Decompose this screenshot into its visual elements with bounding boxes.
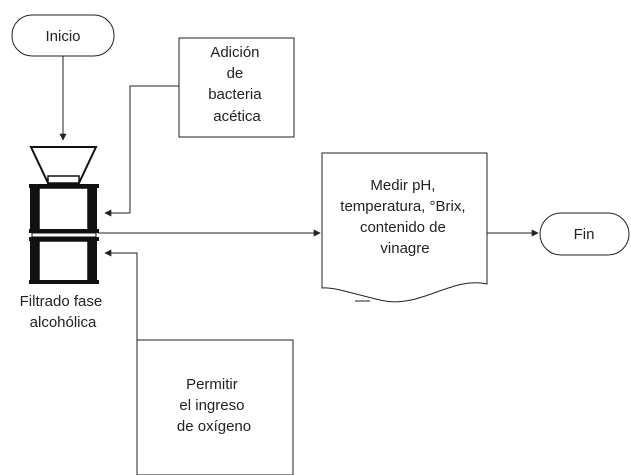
- end-label: Fin: [574, 226, 595, 243]
- bacteria-label-line-4: acética: [213, 108, 261, 125]
- filter-label-line-1: Filtrado fase: [20, 293, 103, 310]
- bacteria-label-line-3: bacteria: [208, 86, 262, 103]
- measure-label-line-3: contenido de: [360, 219, 446, 236]
- arrow-oxygen-to-filter: [104, 249, 138, 470]
- bacteria-box: Adición de bacteria acética: [178, 37, 295, 138]
- oxygen-box: Permitir el ingreso de oxígeno: [136, 339, 294, 475]
- end-terminator: Fin: [539, 212, 630, 256]
- filter-equipment-icon: [29, 146, 99, 284]
- bacteria-label-line-1: Adición: [210, 44, 259, 61]
- measure-label-line-4: vinagre: [380, 240, 429, 257]
- oxygen-label-line-2: el ingreso: [179, 397, 244, 414]
- bacteria-label: Adición de bacteria acética: [208, 44, 266, 125]
- start-label: Inicio: [45, 28, 80, 45]
- bacteria-label-line-2: de: [227, 65, 244, 82]
- measure-document: Medir pH, temperatura, °Brix, contenido …: [321, 152, 488, 303]
- start-terminator: Inicio: [11, 14, 115, 57]
- measure-label: Medir pH, temperatura, °Brix, contenido …: [340, 177, 469, 257]
- filter-label-line-2: alcohólica: [30, 314, 97, 331]
- oxygen-label-line-1: Permitir: [186, 376, 238, 393]
- oxygen-label-line-3: de oxígeno: [177, 418, 251, 435]
- arrow-bacteria-to-filter: [104, 85, 179, 217]
- measure-label-line-1: Medir pH,: [370, 177, 435, 194]
- filter-label: Filtrado fase alcohólica: [20, 293, 107, 331]
- measure-label-line-2: temperatura, °Brix,: [340, 198, 465, 215]
- oxygen-label: Permitir el ingreso de oxígeno: [177, 376, 251, 435]
